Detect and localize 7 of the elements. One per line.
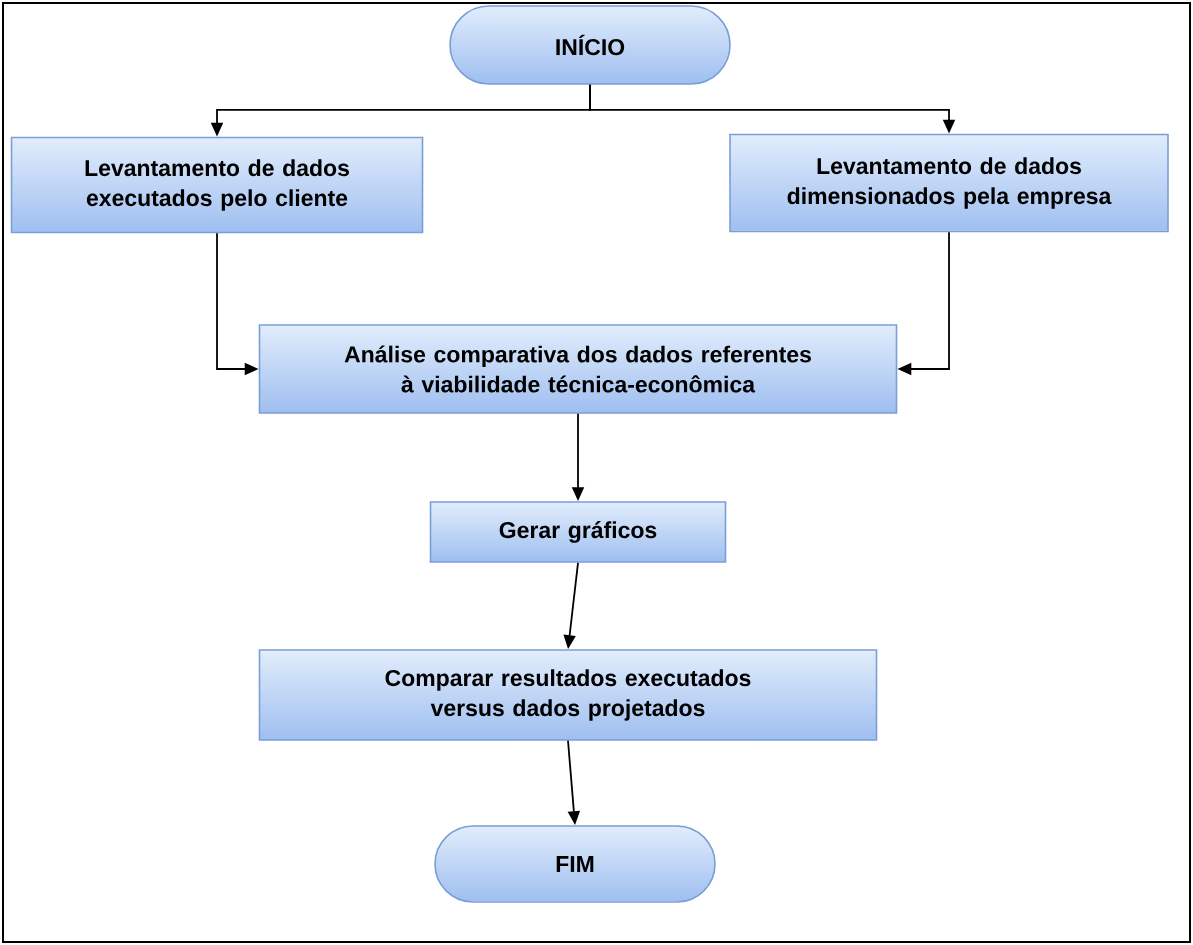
process-box: Análise comparativa dos dados referentes à viabilidade técnica-econômica <box>258 324 898 414</box>
terminal-box: INÍCIO <box>449 5 731 85</box>
process-box: Comparar resultados executados versus dados projetados <box>258 649 878 741</box>
process-box: Levantamento de dados dimensionados pela empresa <box>729 133 1169 233</box>
terminal-box: FIM <box>434 825 716 903</box>
process-box: Gerar gráficos <box>429 501 727 563</box>
process-box: Levantamento de dados executados pelo cliente <box>10 136 424 234</box>
